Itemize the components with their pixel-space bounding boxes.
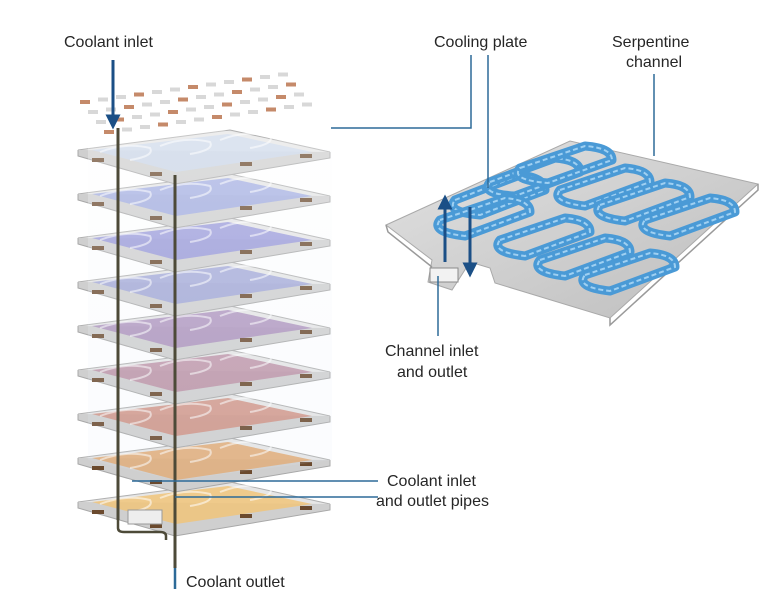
stack-top-tab	[88, 110, 98, 114]
stack-top-tab	[104, 130, 114, 134]
stack-top-tab	[98, 97, 108, 102]
cooling-plate-label: Cooling plate	[434, 34, 528, 51]
stack-top-tab	[276, 95, 286, 99]
stack-top-tab	[196, 95, 206, 99]
stack-top-tab	[124, 105, 134, 109]
stack-top-tab	[142, 102, 152, 107]
stack-top-tab	[116, 95, 126, 99]
stack-top-tab	[284, 105, 294, 109]
stack-terminal-tab	[150, 524, 162, 528]
stack-top-tab	[170, 87, 180, 92]
stack-terminal-tab	[240, 514, 252, 518]
stack-top-tab	[122, 127, 132, 132]
stack-top-tab	[302, 102, 312, 107]
pipes-label-line1: Coolant inlet	[387, 473, 476, 490]
stack-top-tab	[224, 80, 234, 84]
stack-terminal-tab	[92, 466, 104, 470]
stack-top-tab	[294, 92, 304, 97]
stack-top-tab	[178, 97, 188, 102]
pipes-label-line2: and outlet pipes	[376, 493, 489, 510]
stack-top-tab	[140, 125, 150, 129]
stack-channel-loop	[99, 496, 152, 513]
stack-top-tab	[80, 100, 90, 104]
serpentine-channel-label-line1: Serpentine	[612, 34, 690, 51]
stack-top-tab	[188, 85, 198, 89]
stack-top-tab	[134, 92, 144, 97]
stack-top-tab	[96, 120, 106, 124]
stack-top-tab	[206, 82, 216, 87]
stack-layer	[77, 481, 331, 537]
cooling-plate-leader	[331, 55, 472, 129]
channel-loop-highlight	[581, 251, 677, 293]
stack-top-tab	[250, 87, 260, 92]
stack-bottom-bracket	[127, 509, 163, 525]
coolant-inlet-label: Coolant inlet	[64, 34, 153, 51]
stack-top-tab	[186, 107, 196, 112]
channel-loop-highlight	[536, 236, 632, 278]
stack-top-tab	[286, 82, 296, 87]
serpentine-channel-label-line2: channel	[626, 54, 683, 71]
channel-loop-highlight	[436, 196, 532, 238]
stack-top-tab	[152, 90, 162, 94]
stack-top-tab	[240, 100, 250, 104]
stack-top-tab	[212, 115, 222, 119]
stack-terminal-tab	[300, 506, 312, 510]
stack-top-tab	[194, 117, 204, 122]
stack-terminal-tab	[300, 462, 312, 466]
leader-lines	[132, 55, 655, 498]
stack-top-tab	[260, 75, 270, 79]
stack-top-tab	[114, 117, 124, 122]
stack-top-tab	[222, 102, 232, 107]
stack-top-tab	[230, 112, 240, 117]
stack-top-tab	[204, 105, 214, 109]
stack-top-tab	[214, 92, 224, 97]
channel-inlet-label-line1: Channel inlet	[385, 343, 479, 360]
coolant-pipes	[116, 128, 177, 568]
coolant-outlet-label: Coolant outlet	[186, 574, 285, 591]
channel-loop-highlight	[556, 166, 652, 208]
stack-cells-overlay	[88, 130, 332, 480]
channel-port	[429, 267, 459, 283]
stack-top-tab	[168, 110, 178, 114]
stack-top-tab	[160, 100, 170, 104]
channel-loop-highlight	[496, 216, 592, 258]
channel-loop-highlight	[517, 144, 614, 185]
stack-top-tab	[242, 77, 252, 82]
stack-top-tab	[268, 85, 278, 89]
stack-top-tab	[266, 107, 276, 112]
stack-terminal-tab	[92, 510, 104, 514]
plate-edge	[385, 184, 759, 327]
stack-top-tab	[176, 120, 186, 124]
stack-terminal-tab	[240, 470, 252, 474]
channel-inlet-label-line2: and outlet	[397, 364, 468, 381]
stack-top-tab	[150, 112, 160, 117]
channel-loop-highlight	[596, 181, 692, 223]
pipe-bottom-connector	[116, 520, 168, 540]
cooling-plate	[385, 140, 760, 327]
channel-loop-highlight	[641, 196, 737, 238]
stack-top-tab	[232, 90, 242, 94]
stack-top-tab	[106, 107, 116, 112]
serpentine-channel	[433, 141, 740, 296]
stack-top-tab	[132, 115, 142, 119]
stack-top-tab	[158, 122, 168, 127]
stack-top-tab	[248, 110, 258, 114]
stack-terminal-tab	[150, 480, 162, 484]
stack-top-tab	[258, 97, 268, 102]
stack-top-tab	[278, 72, 288, 77]
battery-stack	[77, 72, 332, 537]
